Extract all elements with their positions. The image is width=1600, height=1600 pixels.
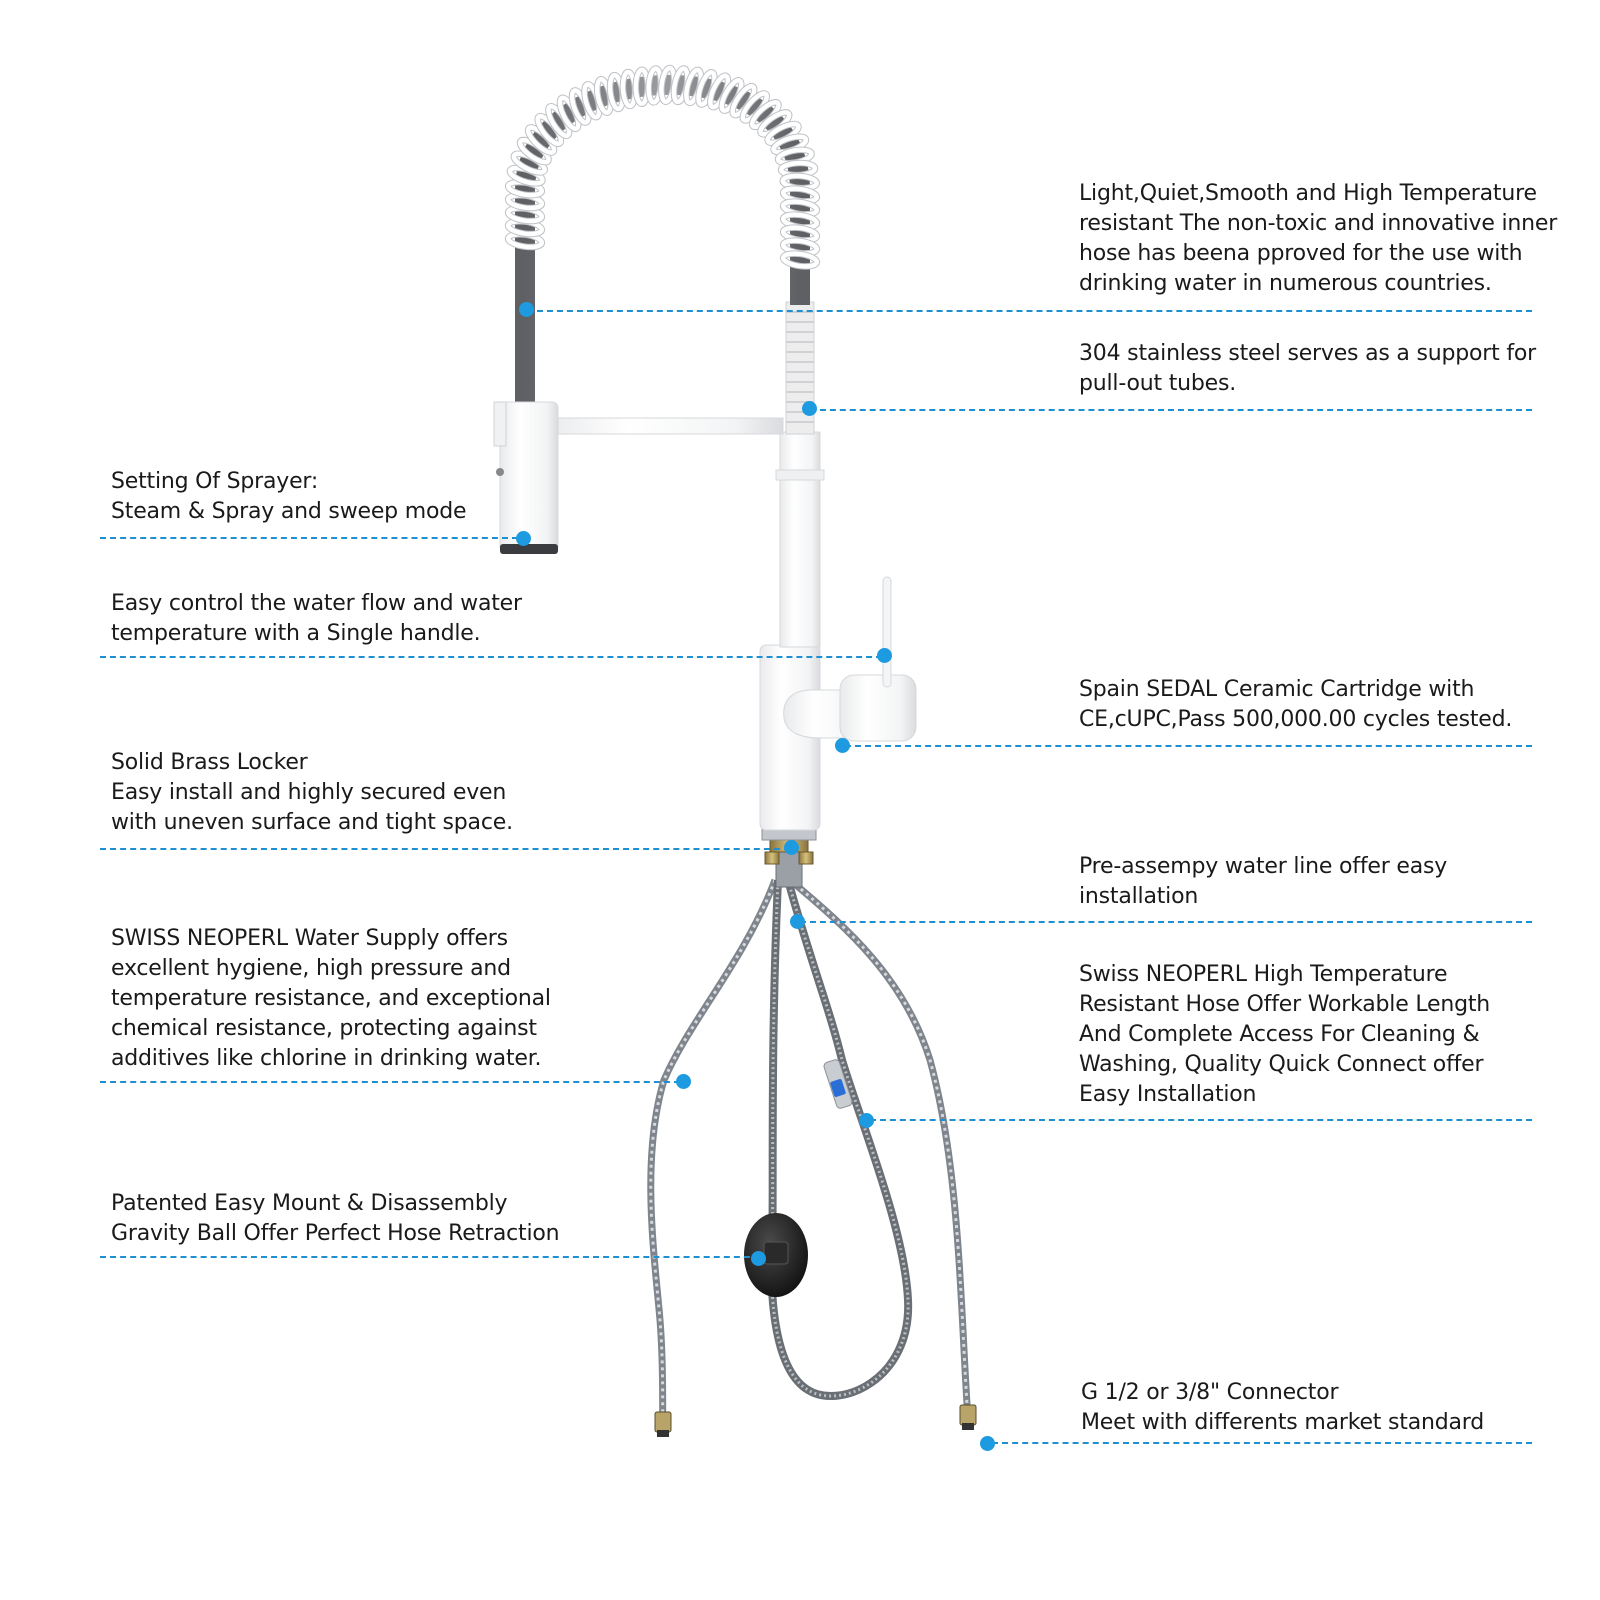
leader-stainless-support bbox=[810, 409, 1532, 411]
annotation-line: pull-out tubes. bbox=[1079, 371, 1237, 396]
annotation-line: CE,cUPC,Pass 500,000.00 cycles tested. bbox=[1079, 707, 1513, 732]
spring-coil-turn bbox=[780, 251, 820, 269]
annotation-neoperl-hose: Swiss NEOPERL High Temperature Resistant… bbox=[1079, 960, 1490, 1110]
annotation-line: Gravity Ball Offer Perfect Hose Retracti… bbox=[111, 1221, 560, 1246]
annotation-line: chemical resistance, protecting against bbox=[111, 1016, 537, 1041]
annotation-line: 304 stainless steel serves as a support … bbox=[1079, 341, 1537, 366]
annotation-line: drinking water in numerous countries. bbox=[1079, 271, 1492, 296]
annotation-line: with uneven surface and tight space. bbox=[111, 810, 513, 835]
supply-hose-right bbox=[787, 877, 972, 1421]
callout-dot-inner-hose bbox=[518, 301, 534, 317]
annotation-line: Pre-assempy water line offer easy bbox=[1079, 854, 1448, 879]
pullout-hose bbox=[767, 878, 913, 1400]
callout-dot-water-supply bbox=[675, 1073, 691, 1089]
annotation-water-line: Pre-assempy water line offer easy instal… bbox=[1079, 852, 1447, 912]
leader-gravity-ball bbox=[100, 1256, 760, 1258]
annotation-line: additives like chlorine in drinking wate… bbox=[111, 1046, 542, 1071]
annotation-line: Easy Installation bbox=[1079, 1082, 1257, 1107]
annotation-line: Spain SEDAL Ceramic Cartridge with bbox=[1079, 677, 1475, 702]
callout-dot-water-line bbox=[789, 913, 805, 929]
gravity-ball-icon bbox=[744, 1213, 808, 1297]
annotation-line: G 1/2 or 3/8" Connector bbox=[1081, 1380, 1339, 1405]
annotation-line: And Complete Access For Cleaning & bbox=[1079, 1022, 1480, 1047]
leader-connector bbox=[992, 1442, 1532, 1444]
annotation-line: installation bbox=[1079, 884, 1199, 909]
callout-dot-brass-locker bbox=[783, 839, 799, 855]
callout-dot-single-handle bbox=[876, 647, 892, 663]
leader-brass-locker bbox=[100, 848, 790, 850]
annotation-line: Easy install and highly secured even bbox=[111, 780, 507, 805]
annotation-line: SWISS NEOPERL Water Supply offers bbox=[111, 926, 508, 951]
callout-dot-neoperl-hose bbox=[858, 1112, 874, 1128]
leader-water-line bbox=[800, 921, 1532, 923]
annotation-line: resistant The non-toxic and innovative i… bbox=[1079, 211, 1558, 236]
annotation-connector: G 1/2 or 3/8" Connector Meet with differ… bbox=[1081, 1378, 1484, 1438]
callout-dot-stainless-support bbox=[801, 400, 817, 416]
annotation-sprayer-setting: Setting Of Sprayer: Steam & Spray and sw… bbox=[111, 467, 467, 527]
callout-dot-gravity-ball bbox=[750, 1250, 766, 1266]
annotation-line: excellent hygiene, high pressure and bbox=[111, 956, 511, 981]
annotation-brass-locker: Solid Brass Locker Easy install and high… bbox=[111, 748, 513, 838]
annotation-line: temperature resistance, and exceptional bbox=[111, 986, 551, 1011]
annotation-gravity-ball: Patented Easy Mount & Disassembly Gravit… bbox=[111, 1189, 560, 1249]
annotation-line: Light,Quiet,Smooth and High Temperature bbox=[1079, 181, 1537, 206]
leader-neoperl-hose bbox=[870, 1119, 1532, 1121]
annotation-line: Swiss NEOPERL High Temperature bbox=[1079, 962, 1448, 987]
leader-sprayer-setting bbox=[100, 537, 518, 539]
supply-hose-left bbox=[647, 878, 779, 1431]
callout-dot-sprayer-setting bbox=[515, 530, 531, 546]
callout-dot-ceramic-cartridge bbox=[834, 737, 850, 753]
annotation-line: temperature with a Single handle. bbox=[111, 621, 481, 646]
annotation-line: Solid Brass Locker bbox=[111, 750, 308, 775]
annotation-stainless-support: 304 stainless steel serves as a support … bbox=[1079, 339, 1536, 399]
leader-ceramic-cartridge bbox=[845, 745, 1532, 747]
annotation-line: Setting Of Sprayer: bbox=[111, 469, 319, 494]
annotation-ceramic-cartridge: Spain SEDAL Ceramic Cartridge with CE,cU… bbox=[1079, 675, 1512, 735]
annotation-line: hose has beena pproved for the use with bbox=[1079, 241, 1523, 266]
leader-inner-hose bbox=[527, 310, 1532, 312]
annotation-inner-hose: Light,Quiet,Smooth and High Temperature … bbox=[1079, 179, 1557, 299]
annotation-line: Easy control the water flow and water bbox=[111, 591, 522, 616]
annotation-line: Washing, Quality Quick Connect offer bbox=[1079, 1052, 1484, 1077]
annotation-water-supply: SWISS NEOPERL Water Supply offers excell… bbox=[111, 924, 551, 1074]
annotation-line: Patented Easy Mount & Disassembly bbox=[111, 1191, 508, 1216]
annotation-line: Steam & Spray and sweep mode bbox=[111, 499, 467, 524]
annotation-single-handle: Easy control the water flow and water te… bbox=[111, 589, 522, 649]
leader-water-supply bbox=[100, 1081, 680, 1083]
annotation-line: Resistant Hose Offer Workable Length bbox=[1079, 992, 1491, 1017]
annotation-line: Meet with differents market standard bbox=[1081, 1410, 1485, 1435]
hose-connector-icon bbox=[654, 1404, 977, 1437]
leader-single-handle bbox=[100, 656, 882, 658]
spring-coil bbox=[504, 64, 821, 270]
callout-dot-connector bbox=[979, 1435, 995, 1451]
